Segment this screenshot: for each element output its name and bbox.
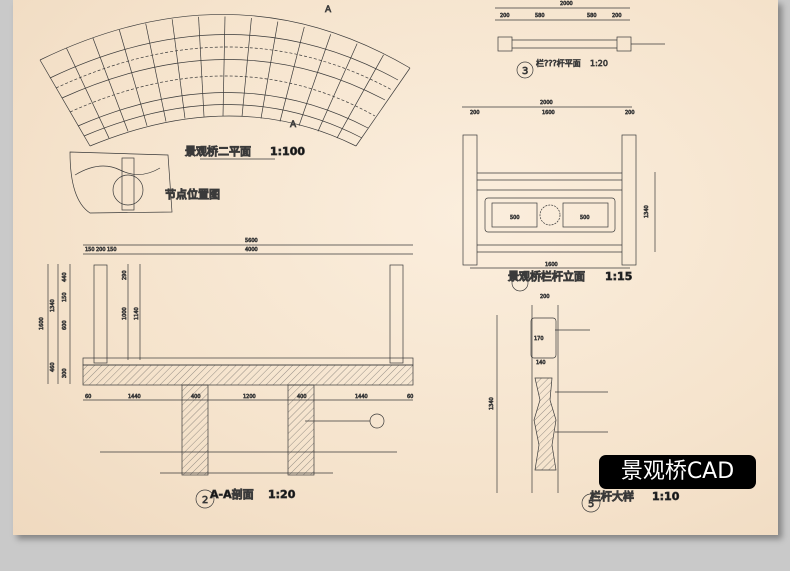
plan-radial-line [317, 43, 358, 132]
title-badge: 景观桥CAD [599, 455, 756, 489]
dim-text: 200 [540, 294, 550, 300]
marker-label: 5 [588, 499, 594, 510]
plan-radial-line [260, 21, 279, 119]
rail-detail: 200 1340 170 140 [489, 294, 608, 493]
rail-plan-scale: 1:20 [590, 59, 608, 68]
plan-radial-line [118, 29, 148, 126]
section-marker-a-top: A [325, 5, 332, 15]
dim-text: 200 [470, 110, 480, 116]
dim-text: 400 [297, 394, 307, 400]
detail-title: 栏杆大样 [590, 489, 634, 503]
plan-radial-line [241, 18, 252, 117]
marker-circle-2 [195, 489, 215, 509]
dim-text: 460 [50, 362, 56, 372]
dim-text: 1200 [243, 394, 256, 400]
dim-text: 150 [62, 292, 68, 302]
plan-radial-line [198, 16, 205, 117]
dim-text: 300 [62, 368, 68, 378]
marker-circle-5 [581, 493, 601, 513]
bridge-plan: A A [39, 5, 411, 147]
dim-text: 140 [536, 360, 546, 366]
plan-radial-line [355, 67, 411, 147]
rail-elevation-scale: 1:15 [605, 270, 632, 283]
node-location-map [69, 151, 173, 214]
plan-radial-lines [39, 16, 411, 147]
plan-radial-line [92, 37, 129, 132]
dim-text: 1600 [39, 317, 45, 330]
plan-radial-line [298, 34, 332, 126]
dim-text: 400 [191, 394, 201, 400]
dim-text: 290 [122, 270, 128, 280]
dim-text: 500 [510, 215, 520, 221]
dim-text: 200 [500, 13, 510, 19]
dim-text: 150 [107, 247, 117, 253]
dim-text: 60 [85, 394, 91, 400]
rail-plan: 2000 200 580 580 200 [495, 1, 665, 52]
dim-text: 170 [534, 336, 544, 342]
rail-plan-title: 栏???杆平面 [536, 58, 581, 68]
dim-text: 1340 [644, 205, 650, 218]
dim-text: 200 [625, 110, 635, 116]
plan-radial-line [279, 26, 305, 122]
section-scale: 1:20 [268, 488, 296, 501]
dim-text: 1340 [489, 397, 495, 410]
dim-text: 600 [62, 320, 68, 330]
plan-radial-line [66, 47, 110, 139]
marker-label: 2 [202, 495, 208, 506]
marker-circle-3 [516, 61, 534, 79]
dim-text: 1600 [542, 110, 555, 116]
dim-text: 580 [587, 13, 597, 19]
dim-text: 2000 [560, 1, 573, 7]
rail-elevation-title: 景观桥栏杆立面 [507, 269, 585, 283]
plan-scale: 1:100 [270, 145, 305, 158]
dim-text: 440 [62, 272, 68, 282]
plan-radial-line [222, 16, 226, 117]
marker-circle-4 [511, 274, 529, 292]
marker-label: 3 [522, 66, 528, 77]
dim-text: 1440 [355, 394, 368, 400]
dim-text: 200 [96, 247, 106, 253]
plan-radial-line [145, 23, 167, 122]
node-map-title: 节点位置图 [165, 187, 220, 201]
detail-scale: 1:10 [652, 490, 680, 503]
dim-text: 2000 [540, 100, 553, 106]
plan-radial-line [336, 54, 384, 139]
dim-text: 1140 [134, 307, 140, 320]
dim-text: 1340 [50, 299, 56, 312]
dim-text: 5600 [245, 238, 258, 244]
dim-text: 150 [85, 247, 95, 253]
dim-text: 1000 [122, 307, 128, 320]
plan-radial-line [39, 59, 91, 147]
section-a-a: 5600 4000 150 200 150 60 1440 400 1200 4… [39, 238, 414, 476]
dim-text: 500 [580, 215, 590, 221]
dim-text: 60 [407, 394, 413, 400]
plan-title: 景观桥二平面 [184, 144, 251, 158]
plan-radial-line [171, 19, 186, 119]
dim-text: 200 [612, 13, 622, 19]
rail-elevation: 2000 200 1600 200 1340 500 500 1600 [462, 100, 656, 269]
section-title: A-A剖面 [210, 487, 254, 501]
dim-text: 4000 [245, 247, 258, 253]
dim-text: 1600 [545, 262, 558, 268]
dim-text: 580 [535, 13, 545, 19]
section-marker-a-bottom: A [290, 120, 297, 130]
dim-text: 1440 [128, 394, 141, 400]
